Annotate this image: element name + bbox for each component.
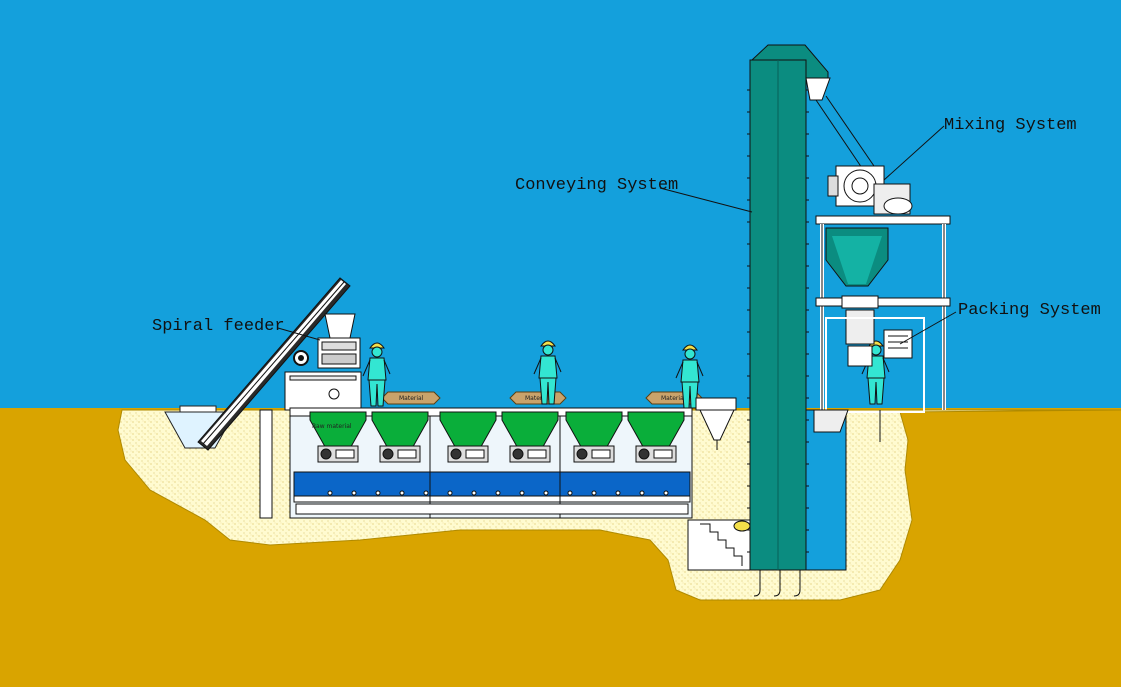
crusher-unit [284, 313, 362, 411]
belt-roller [447, 490, 453, 496]
belt-roller [495, 490, 501, 496]
belt-roller [423, 490, 429, 496]
bag-2: Material [509, 391, 567, 405]
spiral-feeder [197, 277, 351, 451]
belt-roller [327, 490, 333, 496]
worker-figure [675, 344, 704, 409]
belt-roller [639, 490, 645, 496]
raw-material-label: Raw material [312, 423, 352, 430]
label-spiral-feeder: Spiral feeder [152, 317, 285, 336]
label-conveying-system: Conveying System [515, 176, 678, 195]
tower-base-hooks [753, 570, 801, 597]
bag-label: Material [661, 395, 686, 402]
worker-figure [362, 342, 391, 407]
sky [0, 0, 1121, 410]
motor-unit [509, 445, 551, 463]
green-hoppers [309, 411, 685, 453]
motor-unit [447, 445, 489, 463]
belt-roller [471, 490, 477, 496]
bag-1: Material [381, 391, 441, 405]
hopper-motors [317, 445, 677, 496]
motor-unit [573, 445, 615, 463]
packing-frame [813, 215, 951, 442]
worker-figure [533, 340, 562, 405]
belt-roller [351, 490, 357, 496]
workers [362, 340, 890, 409]
feed-chute [815, 95, 875, 169]
motor-unit [379, 445, 421, 463]
bag-label: Material [525, 395, 550, 402]
belt-roller [543, 490, 549, 496]
motor-unit [317, 445, 359, 463]
belt-roller [519, 490, 525, 496]
belt-roller [375, 490, 381, 496]
belt-roller [567, 490, 573, 496]
mixing-system [827, 165, 913, 215]
discharge-cone [695, 397, 737, 450]
belt-roller [663, 490, 669, 496]
motor-unit [635, 445, 677, 463]
belt-roller [615, 490, 621, 496]
label-packing-system: Packing System [958, 301, 1101, 320]
leader-lines [277, 125, 957, 345]
label-mixing-system: Mixing System [944, 116, 1077, 135]
conveying-tower [747, 44, 847, 571]
belt-roller [399, 490, 405, 496]
bag-label: Material [399, 395, 424, 402]
belt-roller [591, 490, 597, 496]
basement-stairs [687, 519, 753, 571]
